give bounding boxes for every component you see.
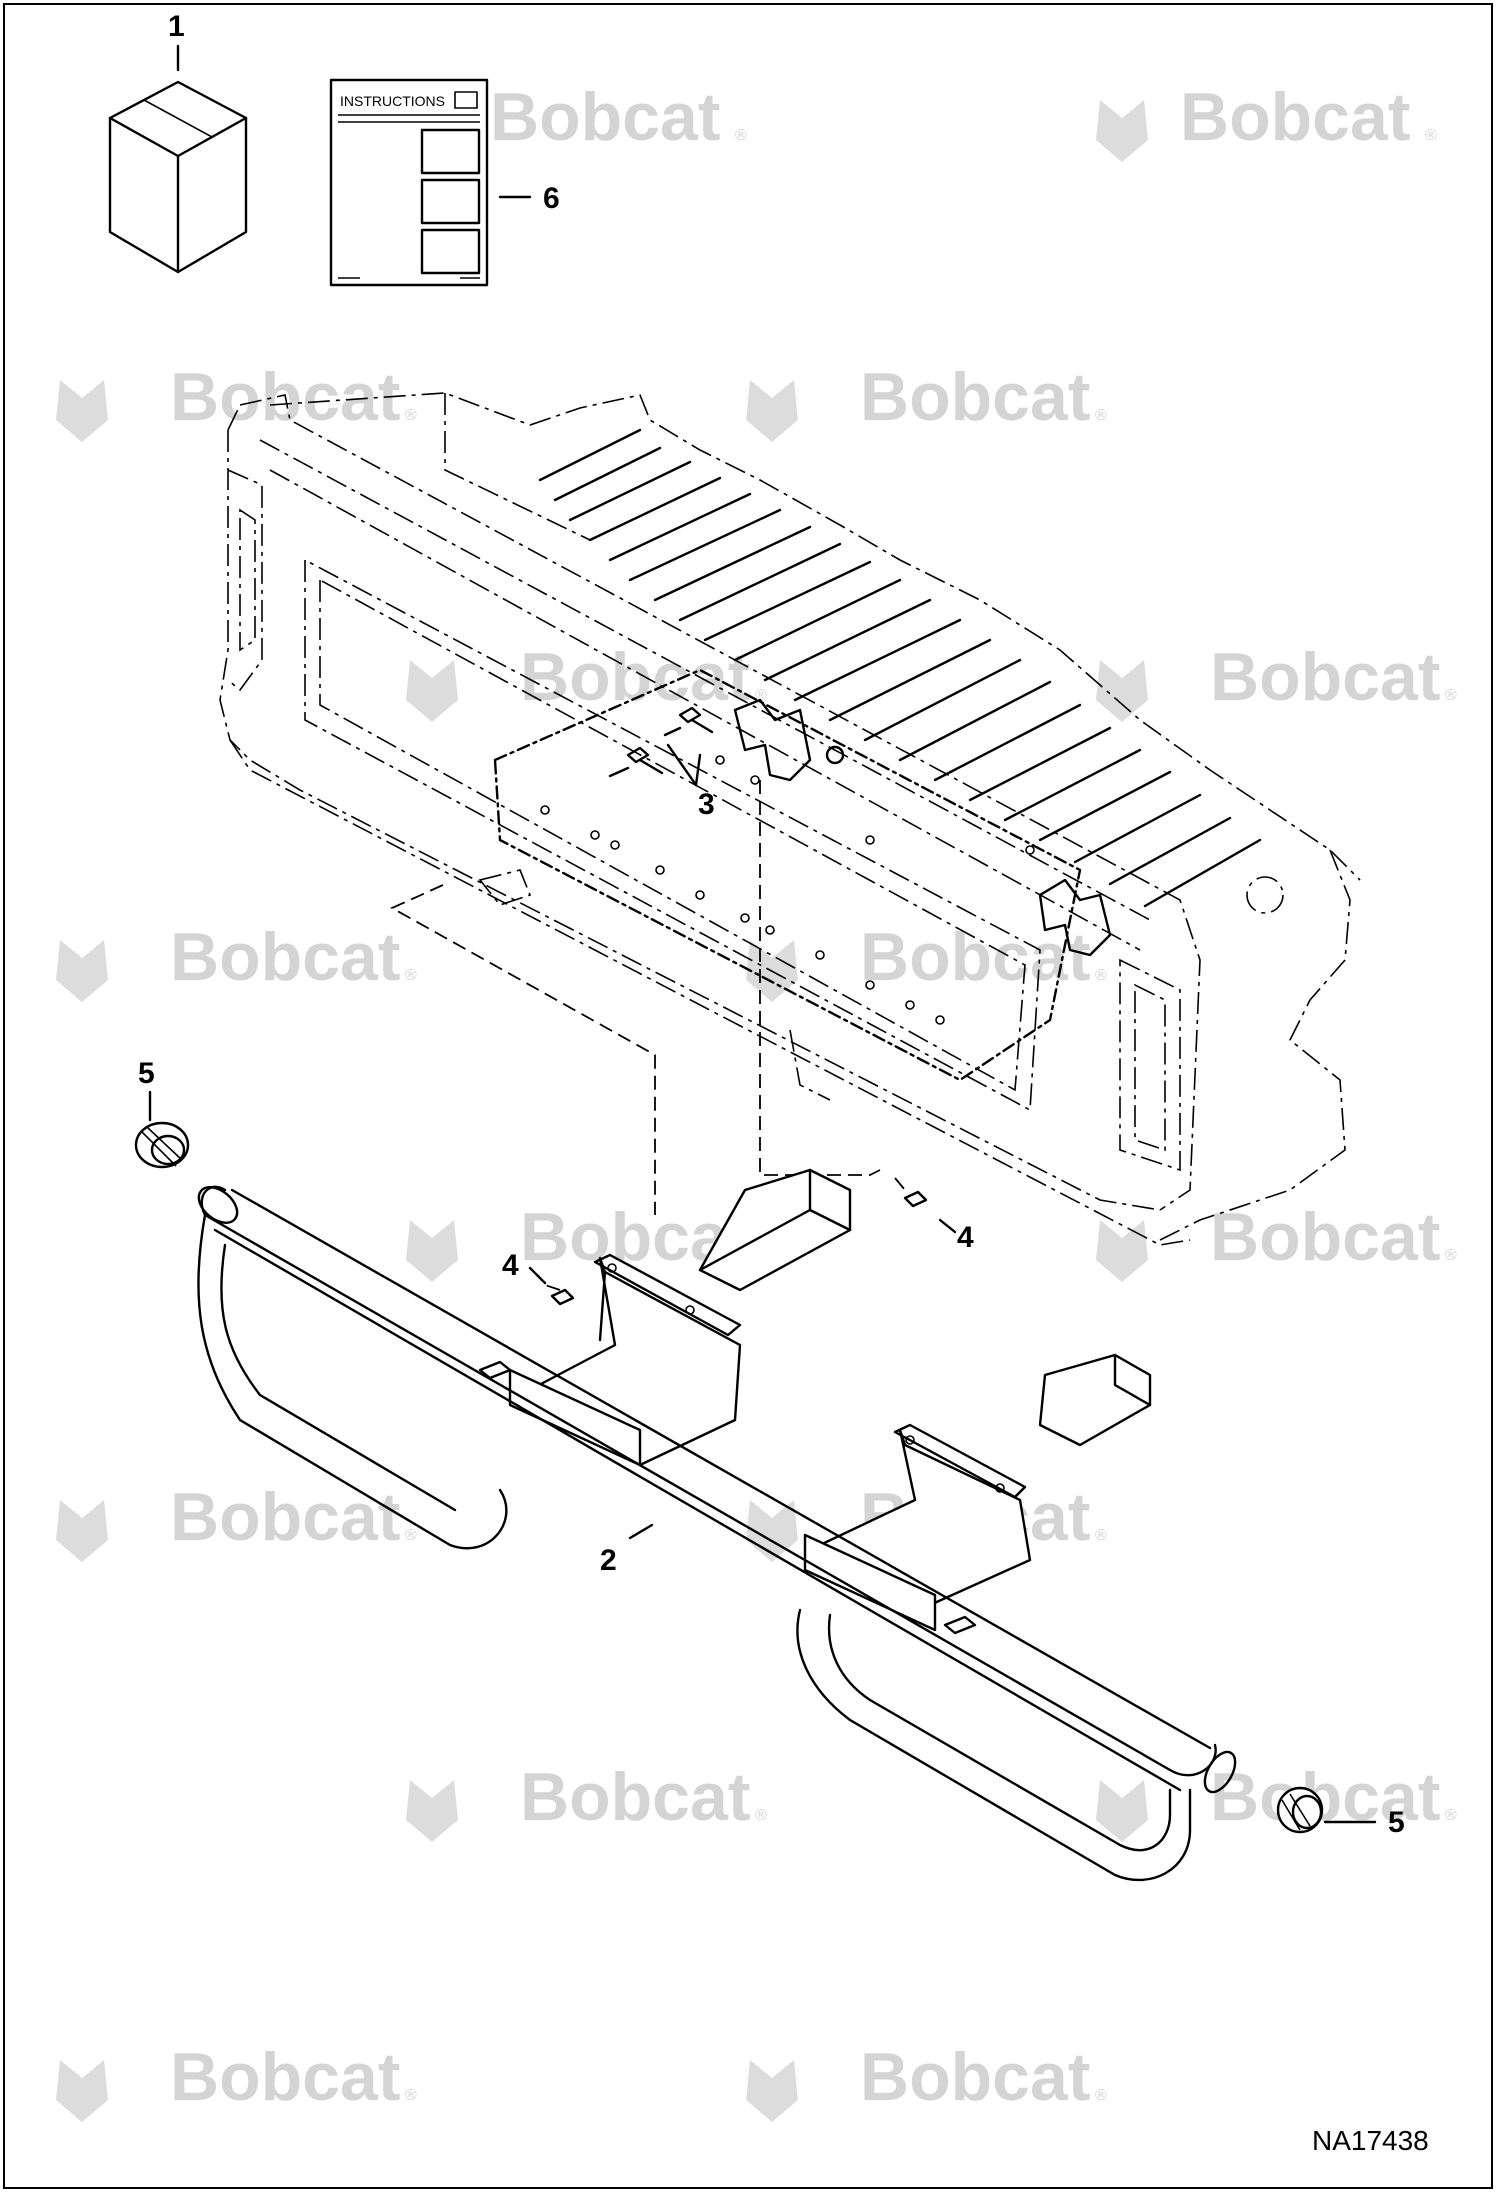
callout-3: 3 xyxy=(698,788,715,821)
vehicle-bed-outline xyxy=(269,392,1361,1241)
svg-text:Bobcat: Bobcat xyxy=(1210,1199,1440,1275)
nuts-item-4: 4 4 xyxy=(502,1190,974,1306)
svg-text:Bobcat: Bobcat xyxy=(170,919,400,995)
drawing-code: NA17438 xyxy=(1312,2125,1429,2156)
callout-6: 6 xyxy=(543,182,560,215)
rear-frame-assembly xyxy=(219,394,1201,1246)
svg-text:Bobcat: Bobcat xyxy=(520,639,750,715)
svg-text:Bobcat: Bobcat xyxy=(520,1759,750,1835)
svg-text:®: ® xyxy=(1095,1527,1107,1544)
part-instructions-item-6: INSTRUCTIONS 6 xyxy=(329,78,560,287)
svg-text:®: ® xyxy=(1425,127,1437,144)
watermark: Bobcat ® xyxy=(1096,1199,1457,1282)
svg-text:®: ® xyxy=(755,1807,767,1824)
watermark: Bobcat® xyxy=(406,639,767,722)
watermark: Bobcat ® xyxy=(746,2039,1107,2122)
svg-text:®: ® xyxy=(1095,2087,1107,2104)
svg-text:®: ® xyxy=(735,127,747,144)
watermark: Bobcat ® xyxy=(56,919,417,1002)
watermark: Bobcat ® xyxy=(406,1759,767,1842)
mount-holes xyxy=(540,755,1035,1025)
instructions-title: INSTRUCTIONS xyxy=(340,93,445,109)
bed-slats xyxy=(538,428,1262,908)
watermark-layer: Bobcat® Bobcat® Bobcat® Bobcat® Bobcat® … xyxy=(56,79,1457,2122)
svg-text:Bobcat: Bobcat xyxy=(860,919,1090,995)
watermark: Bobcat ® xyxy=(1096,639,1457,722)
part-box-item-1: 1 xyxy=(108,10,248,274)
callout-4-left: 4 xyxy=(502,1249,519,1282)
svg-text:®: ® xyxy=(1095,967,1107,984)
watermark: Bobcat ® xyxy=(746,919,1107,1002)
callout-5-right: 5 xyxy=(1388,1806,1405,1839)
callout-1: 1 xyxy=(168,10,185,43)
svg-text:®: ® xyxy=(1445,1807,1457,1824)
svg-text:Bobcat: Bobcat xyxy=(170,2039,400,2115)
watermark: Bobcat® xyxy=(56,359,417,442)
watermark: Bobcat ® xyxy=(1096,79,1437,162)
callout-2: 2 xyxy=(600,1544,617,1577)
watermark: Bobcat ® xyxy=(56,2039,417,2122)
watermark: Bobcat ® xyxy=(746,359,1107,442)
svg-text:Bobcat: Bobcat xyxy=(1180,79,1410,155)
svg-text:®: ® xyxy=(405,407,417,424)
svg-text:®: ® xyxy=(405,2087,417,2104)
watermark: Bobcat ® xyxy=(56,1479,417,1562)
callout-4-right: 4 xyxy=(957,1221,974,1254)
svg-text:®: ® xyxy=(1445,687,1457,704)
svg-text:®: ® xyxy=(405,1527,417,1544)
tube-bumper-item-2: 2 xyxy=(197,1168,1237,1882)
diagram-frame xyxy=(3,3,1493,2189)
plug-right-item-5: 5 xyxy=(1276,1786,1405,1839)
svg-text:®: ® xyxy=(1445,1247,1457,1264)
svg-text:Bobcat: Bobcat xyxy=(860,2039,1090,2115)
svg-text:Bobcat: Bobcat xyxy=(490,79,720,155)
callout-5-left: 5 xyxy=(138,1057,155,1090)
bolts-item-3: 3 xyxy=(608,706,715,821)
svg-text:Bobcat: Bobcat xyxy=(1210,639,1440,715)
svg-text:Bobcat: Bobcat xyxy=(170,1479,400,1555)
svg-text:®: ® xyxy=(1095,407,1107,424)
svg-text:Bobcat: Bobcat xyxy=(860,359,1090,435)
svg-text:Bobcat: Bobcat xyxy=(1210,1759,1440,1835)
svg-text:®: ® xyxy=(405,967,417,984)
plug-left-item-5: 5 xyxy=(134,1057,190,1169)
